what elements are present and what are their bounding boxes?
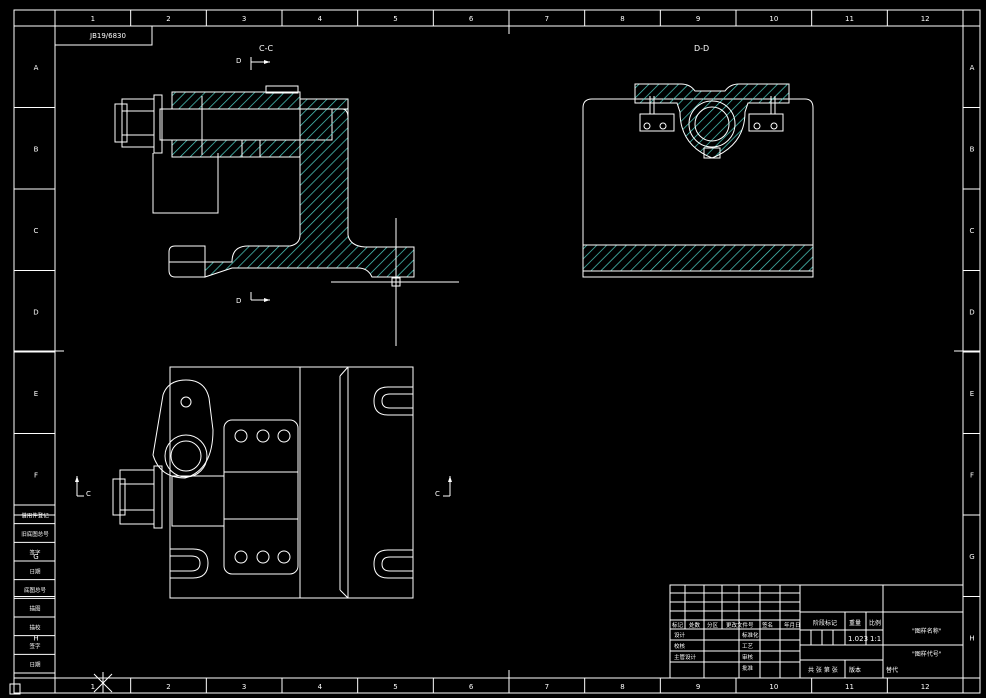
stage-header: 阶段标记 [813,619,837,627]
row-label-left: C [34,227,39,235]
row-label-right: C [970,227,975,235]
row-label-right: F [970,471,974,479]
col-label-bottom: 9 [696,683,700,691]
tb-header: 年月日 [784,621,801,629]
section-d-marker-top: D [236,57,241,65]
col-label-top: 12 [921,15,930,23]
col-label-top: 9 [696,15,700,23]
col-label-bottom: 5 [393,683,397,691]
version-label: 版本 [849,666,861,674]
col-label-top: 8 [620,15,624,23]
col-label-top: 6 [469,15,474,23]
col-label-bottom: 6 [469,683,474,691]
row-label-right: G [969,553,974,561]
tb-header: 签名 [762,621,773,629]
col-label-top: 2 [166,15,170,23]
col-label-top: 10 [769,15,778,23]
tb-left-row: 主管设计 [674,653,697,661]
left-strip-cell: 日期 [29,568,41,575]
row-label-right: B [970,145,975,153]
row-label-left: G [33,553,38,561]
col-label-bottom: 8 [620,683,624,691]
top-label-box: JB19/6830 [54,25,153,46]
col-label-top: 1 [91,15,95,23]
tb-mid-row: 标准化 [742,631,759,639]
view-dd-title: D-D [694,44,709,53]
tb-header: 更改文件号 [726,621,754,629]
left-strip-cell: 描图 [29,605,41,613]
left-strip-cell: 底图总号 [24,586,47,594]
col-label-top: 11 [845,15,854,23]
col-label-bottom: 7 [545,683,549,691]
row-label-right: E [970,390,974,398]
title-block: 阶段标记 重量 比例 1.023 1:1 共 张 第 张 版本 替代 "图样名称… [669,584,964,679]
row-label-left: H [33,634,38,642]
col-label-bottom: 4 [318,683,323,691]
col-label-top: 5 [393,15,397,23]
weight-value: 1.023 [848,635,868,643]
section-c-marker-right: C [435,490,440,498]
left-strip-cell: 借用件登记 [21,511,49,519]
sheets-label: 共 张 第 张 [808,666,838,674]
left-strip-cell: 描校 [29,623,41,631]
row-label-right: D [969,308,974,316]
col-label-bottom: 11 [845,683,854,691]
row-label-left: B [34,145,39,153]
tb-header: 分区 [707,621,719,629]
row-label-right: H [969,634,974,642]
top-left-label: JB19/6830 [89,32,126,40]
view-plan: C C [75,366,452,599]
row-label-left: A [34,64,39,72]
weight-header: 重量 [849,619,861,627]
col-label-bottom: 3 [242,683,246,691]
left-strip-cell: 签字 [29,642,41,650]
left-strip-cell: 签字 [29,549,41,557]
col-label-top: 3 [242,15,246,23]
col-label-top: 4 [318,15,323,23]
row-label-right: A [970,64,975,72]
drawing-code: "图样代号" [912,650,942,658]
tb-mid-row: 审核 [742,653,754,661]
col-label-bottom: 1 [91,683,95,691]
tb-mid-row: 批准 [742,664,754,672]
tb-left-row: 设计 [674,631,686,639]
view-dd: D-D [582,44,814,278]
section-c-marker-left: C [86,490,91,498]
view-cc-title: C-C [259,44,273,53]
tb-mid-row: 工艺 [742,643,754,650]
view-cc: C-C D D [114,44,459,346]
replace-label: 替代 [886,666,898,674]
drawing-name: "图样名称" [912,627,942,635]
row-label-left: F [34,471,38,479]
section-d-marker-bottom: D [236,297,241,305]
col-label-bottom: 2 [166,683,170,691]
left-strip-cell: 旧底图总号 [21,530,49,538]
scale-value: 1:1 [870,635,881,643]
sheet-border: JB19/6830 [9,9,981,695]
scale-header: 比例 [869,619,881,627]
tb-header: 标记 [672,621,684,629]
col-label-top: 7 [545,15,549,23]
left-strip-cell: 日期 [29,662,41,669]
col-label-bottom: 12 [921,683,930,691]
tb-header: 处数 [689,621,701,629]
row-label-left: D [33,308,38,316]
row-label-left: E [34,390,38,398]
col-label-bottom: 10 [769,683,778,691]
tb-left-row: 校核 [674,642,686,650]
